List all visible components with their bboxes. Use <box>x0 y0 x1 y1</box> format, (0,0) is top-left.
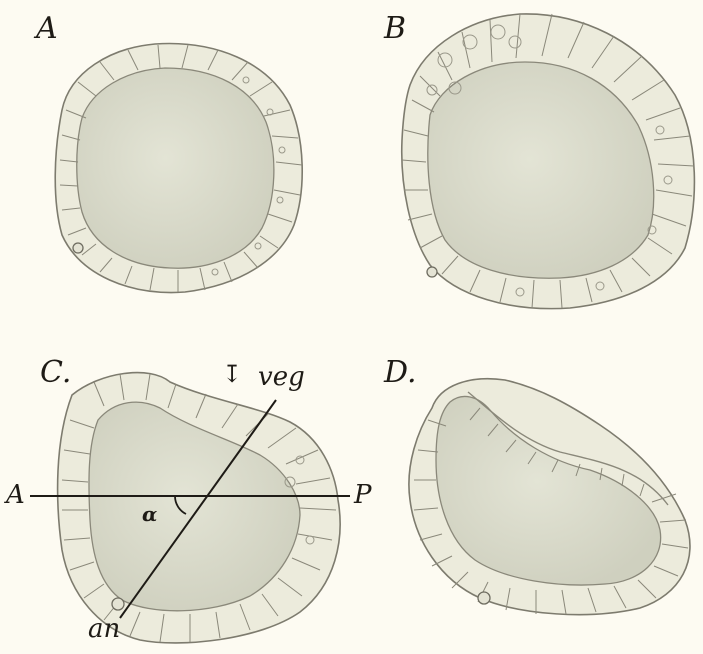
direction-arrow-icon: ↧ <box>222 362 242 386</box>
anterior-label: A <box>6 482 25 508</box>
panel-c-drawing <box>30 373 350 643</box>
posterior-label: P <box>354 482 372 508</box>
angle-alpha-label: α <box>142 504 157 524</box>
panel-d-polar-body <box>478 592 490 604</box>
panel-d-label: D. <box>384 358 417 388</box>
animal-pole-label: an <box>88 616 120 642</box>
panel-d-drawing <box>409 379 690 615</box>
panel-c-label: C. <box>40 358 71 388</box>
panel-a-drawing <box>55 44 302 293</box>
panel-b-drawing <box>402 14 695 309</box>
vegetal-pole-label: veg <box>258 364 305 390</box>
panel-b-polar-body <box>427 267 437 277</box>
panel-a-label: A <box>36 14 58 44</box>
panel-a-blastocoel <box>77 68 274 268</box>
panel-a-polar-body <box>73 243 83 253</box>
panel-b-label: B <box>384 14 406 44</box>
panel-c-polar-body <box>112 598 124 610</box>
